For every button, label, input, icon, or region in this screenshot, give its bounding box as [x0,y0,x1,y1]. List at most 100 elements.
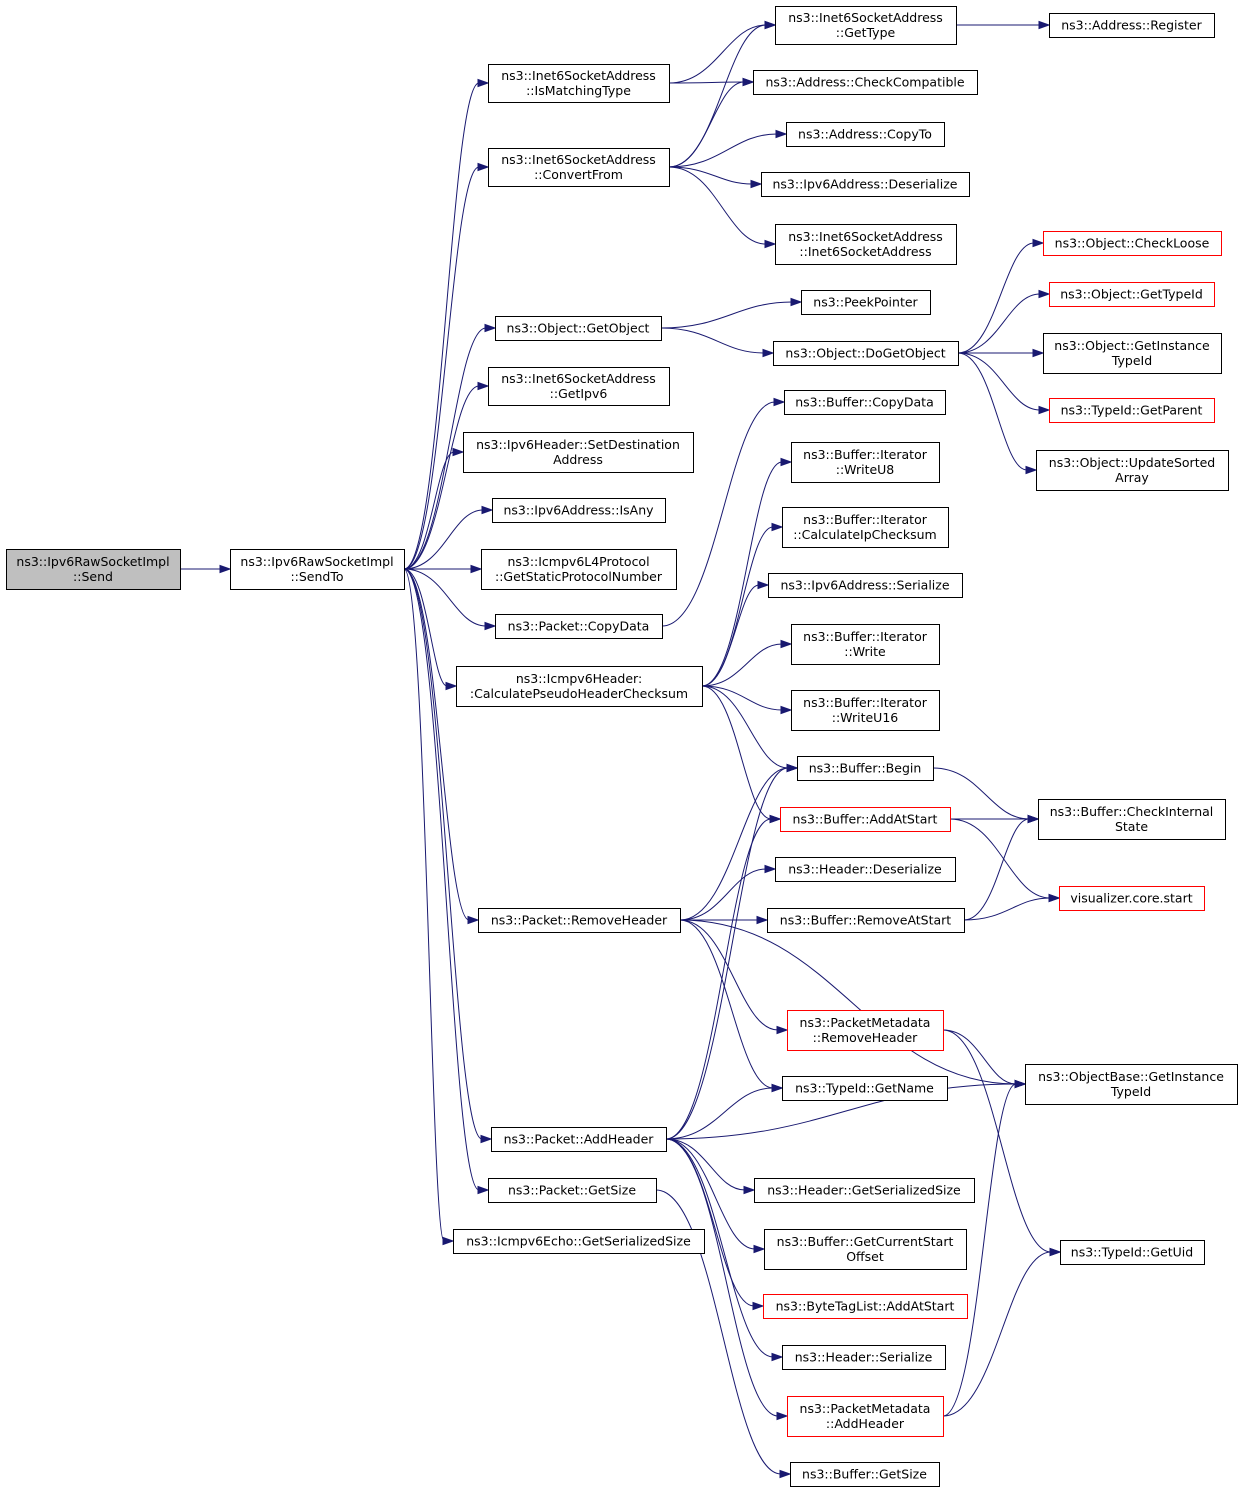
node-pm_addheader[interactable]: ns3::PacketMetadata::AddHeader [787,1396,944,1437]
node-label: ns3::Buffer::CopyData [795,395,934,410]
node-label: ns3::Object::UpdateSorted [1049,455,1215,470]
node-hdr_getser[interactable]: ns3::Header::GetSerializedSize [754,1178,975,1203]
node-getobject[interactable]: ns3::Object::GetObject [495,316,662,341]
node-label: Offset [846,1249,884,1264]
node-buf_copydata[interactable]: ns3::Buffer::CopyData [784,390,946,415]
node-sendto[interactable]: ns3::Ipv6RawSocketImpl::SendTo [230,549,405,590]
node-visstart[interactable]: visualizer.core.start [1059,886,1205,911]
edge-dogetobject-to-updatesorted [957,352,1038,475]
edge-pm_removeheader-to-getuid [942,1029,1062,1257]
node-getname[interactable]: ns3::TypeId::GetName [782,1076,948,1101]
node-hdr_deser[interactable]: ns3::Header::Deserialize [775,857,956,882]
node-peekpointer[interactable]: ns3::PeekPointer [801,290,931,315]
node-getipv6[interactable]: ns3::Inet6SocketAddress::GetIpv6 [488,367,670,406]
edge-sendto-to-isany [403,505,494,570]
node-calcipchk[interactable]: ns3::Buffer::Iterator::CalculateIpChecks… [782,507,949,548]
edge-addheader-to-bytetag_add [665,1138,765,1311]
node-removeheader[interactable]: ns3::Packet::RemoveHeader [478,908,681,933]
node-pm_removeheader[interactable]: ns3::PacketMetadata::RemoveHeader [787,1010,944,1051]
node-inet6ctor[interactable]: ns3::Inet6SocketAddress::Inet6SocketAddr… [775,224,957,265]
node-label: ns3::Buffer::Iterator [803,629,928,644]
edge-sendto-to-calcpseudo [403,568,458,691]
node-label: ::IsMatchingType [526,83,631,98]
node-hdr_ser[interactable]: ns3::Header::Serialize [782,1345,946,1370]
node-it_write[interactable]: ns3::Buffer::Iterator::Write [791,624,940,665]
node-label: ::WriteU8 [836,462,895,477]
node-buf_getsize[interactable]: ns3::Buffer::GetSize [790,1462,940,1487]
node-label: ns3::Packet::CopyData [508,619,650,634]
edge-sendto-to-removeheader [403,568,480,925]
node-label: ns3::Header::GetSerializedSize [767,1183,961,1198]
edge-addheader-to-begin [665,763,799,1140]
node-getstaticproto[interactable]: ns3::Icmpv6L4Protocol::GetStaticProtocol… [481,549,677,590]
node-pkt_copydata[interactable]: ns3::Packet::CopyData [495,614,663,639]
edge-calcpseudo-to-begin [701,685,799,773]
edge-sendto-to-addheader [403,568,493,1144]
node-echo_getser[interactable]: ns3::Icmpv6Echo::GetSerializedSize [453,1229,705,1254]
node-checkcompat[interactable]: ns3::Address::CheckCompatible [753,70,978,95]
edge-sendto-to-getipv6 [403,381,490,570]
edge-addheader-to-pm_addheader [665,1138,789,1421]
edge-convertfrom-to-ipv6_deser [668,166,763,189]
node-label: State [1115,819,1148,834]
node-label: Address [553,452,603,467]
node-bytetag_add[interactable]: ns3::ByteTagList::AddAtStart [763,1294,968,1319]
edge-removeheader-to-hdr_deser [679,864,777,921]
edge-removeatstart-to-visstart [963,893,1061,921]
edge-addheader-to-getname [665,1083,784,1140]
node-label: ns3::Inet6SocketAddress [788,10,943,25]
node-label: ns3::ObjectBase::GetInstance [1038,1069,1224,1084]
node-register[interactable]: ns3::Address::Register [1049,13,1215,38]
node-ismatching[interactable]: ns3::Inet6SocketAddress::IsMatchingType [488,64,670,103]
edge-pm_removeheader-to-objbase_getinst [942,1029,1027,1089]
node-gettype[interactable]: ns3::Inet6SocketAddress::GetType [775,6,957,45]
node-removeatstart[interactable]: ns3::Buffer::RemoveAtStart [767,908,965,933]
node-label: ns3::PacketMetadata [800,1401,931,1416]
node-pkt_getsize[interactable]: ns3::Packet::GetSize [488,1178,657,1203]
node-gettypeid[interactable]: ns3::Object::GetTypeId [1049,282,1215,307]
edges-layer [180,20,1062,1479]
node-label: ns3::Header::Deserialize [788,862,942,877]
edge-pkt_copydata-to-buf_copydata [661,397,786,627]
node-getuid[interactable]: ns3::TypeId::GetUid [1060,1240,1205,1265]
node-label: ns3::Ipv6Header::SetDestination [476,437,680,452]
node-label: ns3::Ipv6Address::Deserialize [773,177,958,192]
node-label: ns3::Buffer::GetSize [802,1467,927,1482]
node-isany[interactable]: ns3::Ipv6Address::IsAny [492,498,666,523]
node-checkloose[interactable]: ns3::Object::CheckLoose [1043,231,1222,256]
node-label: visualizer.core.start [1070,891,1192,906]
node-convertfrom[interactable]: ns3::Inet6SocketAddress::ConvertFrom [488,148,670,187]
edge-dogetobject-to-gettypeid [957,289,1051,354]
node-writeu16[interactable]: ns3::Buffer::Iterator::WriteU16 [791,690,940,731]
node-label: ns3::PeekPointer [813,295,918,310]
node-label: ns3::Inet6SocketAddress [501,68,656,83]
edge-addheader-to-hdr_ser [665,1138,784,1362]
node-label: ns3::Icmpv6L4Protocol [507,554,649,569]
edge-dogetobject-to-checkloose [957,238,1045,354]
edge-calcpseudo-to-it_write [701,639,793,687]
node-copyto[interactable]: ns3::Address::CopyTo [786,122,945,147]
node-label: ::ConvertFrom [534,167,623,182]
node-writeu8[interactable]: ns3::Buffer::Iterator::WriteU8 [791,442,940,483]
node-getparent[interactable]: ns3::TypeId::GetParent [1049,398,1215,423]
node-addheader[interactable]: ns3::Packet::AddHeader [491,1127,667,1152]
edge-sendto-to-echo_getser [403,568,455,1246]
node-dogetobject[interactable]: ns3::Object::DoGetObject [773,341,959,366]
node-label: ns3::Ipv6RawSocketImpl [240,554,393,569]
edge-convertfrom-to-copyto [668,129,788,168]
node-label: ns3::Icmpv6Echo::GetSerializedSize [466,1234,691,1249]
node-ipv6_deser[interactable]: ns3::Ipv6Address::Deserialize [761,172,970,197]
node-ipv6_ser[interactable]: ns3::Ipv6Address::Serialize [768,573,963,598]
node-calcpseudo[interactable]: ns3::Icmpv6Header::CalculatePseudoHeader… [456,666,703,707]
node-label: ns3::Packet::AddHeader [504,1132,655,1147]
node-begin[interactable]: ns3::Buffer::Begin [797,756,934,781]
node-addatstart[interactable]: ns3::Buffer::AddAtStart [780,807,951,832]
edge-sendto-to-convertfrom [403,162,490,570]
node-label: ::RemoveHeader [813,1030,919,1045]
